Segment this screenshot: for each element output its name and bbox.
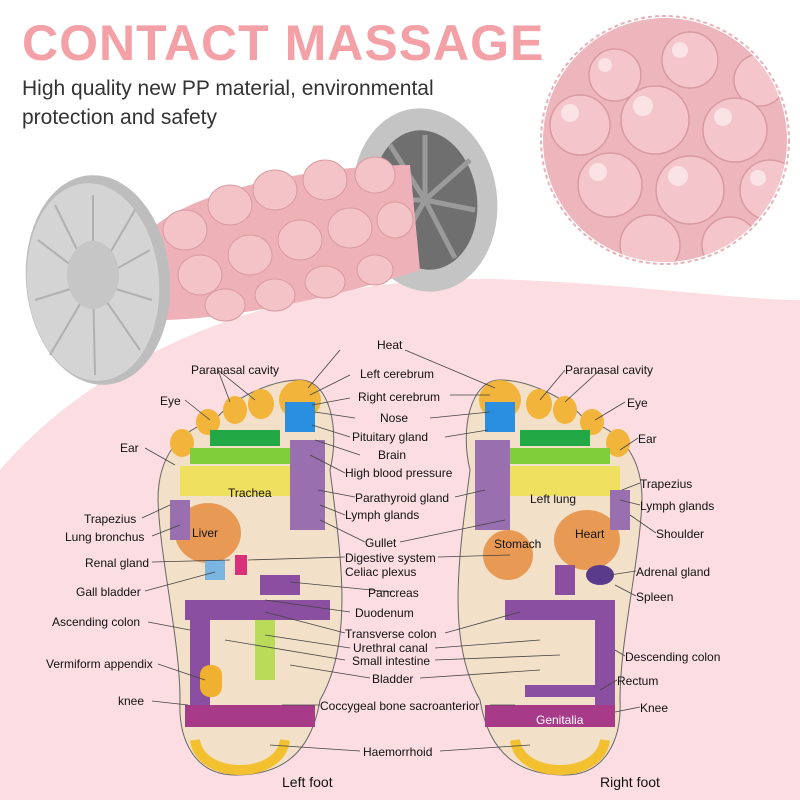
label-celiac-plexus: Celiac plexus xyxy=(345,565,417,579)
right-label-lymph-glands: Lymph glands xyxy=(640,499,715,513)
left-label-liver: Liver xyxy=(192,526,219,540)
label-nose: Nose xyxy=(380,411,409,425)
label-parathyroid-gland: Parathyroid gland xyxy=(355,491,450,505)
label-small-intestine: Small intestine xyxy=(352,654,431,668)
label-gullet: Gullet xyxy=(365,536,397,550)
left-foot-map xyxy=(157,379,343,776)
right-label-eye: Eye xyxy=(627,396,648,410)
page-title: CONTACT MASSAGE xyxy=(22,15,545,71)
left-label-ear: Ear xyxy=(120,441,139,455)
right-label-spleen: Spleen xyxy=(636,590,674,604)
left-label-trachea: Trachea xyxy=(228,486,272,500)
right-label-heart: Heart xyxy=(575,527,605,541)
left-label-renal-gland: Renal gland xyxy=(85,556,150,570)
label-pancreas: Pancreas xyxy=(368,586,419,600)
page-subtitle: High quality new PP material, environmen… xyxy=(22,77,434,129)
label-left-cerebrum: Left cerebrum xyxy=(360,367,435,381)
zoom-detail-circle xyxy=(540,15,790,265)
foot-roller-image xyxy=(25,108,498,385)
label-heat: Heat xyxy=(377,338,403,352)
right-label-adrenal-gland: Adrenal gland xyxy=(636,565,711,579)
label-lymph-glands-center: Lymph glands xyxy=(345,508,420,522)
left-label-gall-bladder: Gall bladder xyxy=(76,585,141,599)
right-label-paranasal-cavity: Paranasal cavity xyxy=(565,363,654,377)
label-haemorrhoid: Haemorrhoid xyxy=(363,745,433,759)
right-label-stomach: Stomach xyxy=(494,537,542,551)
right-label-knee: Knee xyxy=(640,701,669,715)
label-high-blood-pressure: High blood pressure xyxy=(345,466,453,480)
left-label-eye: Eye xyxy=(160,394,181,408)
left-label-paranasal-cavity: Paranasal cavity xyxy=(191,363,280,377)
label-transverse-colon: Transverse colon xyxy=(345,627,437,641)
right-label-ear: Ear xyxy=(638,432,657,446)
left-label-vermiform-appendix: Vermiform appendix xyxy=(46,657,153,671)
label-duodenum: Duodenum xyxy=(355,606,414,620)
label-pituitary-gland: Pituitary gland xyxy=(352,430,429,444)
label-digestive-system: Digestive system xyxy=(345,551,436,565)
label-brain: Brain xyxy=(378,448,407,462)
right-label-trapezius: Trapezius xyxy=(640,477,693,491)
label-bladder: Bladder xyxy=(372,672,414,686)
right-label-left-lung: Left lung xyxy=(530,492,577,506)
right-label-shoulder: Shoulder xyxy=(656,527,705,541)
right-foot-caption: Right foot xyxy=(600,774,660,790)
right-foot-map xyxy=(457,379,643,776)
label-right-cerebrum: Right cerebrum xyxy=(358,390,441,404)
left-label-ascending-colon: Ascending colon xyxy=(52,615,141,629)
leader-lines xyxy=(141,349,657,752)
right-label-descending-colon: Descending colon xyxy=(625,650,721,664)
label-coccygeal: Coccygeal bone sacroanterior xyxy=(320,699,480,713)
left-label-trapezius: Trapezius xyxy=(84,512,137,526)
left-label-knee: knee xyxy=(118,694,145,708)
left-foot-caption: Left foot xyxy=(282,774,333,790)
label-urethral-canal: Urethral canal xyxy=(353,641,428,655)
right-label-genitalia: Genitalia xyxy=(536,713,584,727)
left-label-lung-bronchus: Lung bronchus xyxy=(65,530,145,544)
right-label-rectum: Rectum xyxy=(617,674,659,688)
